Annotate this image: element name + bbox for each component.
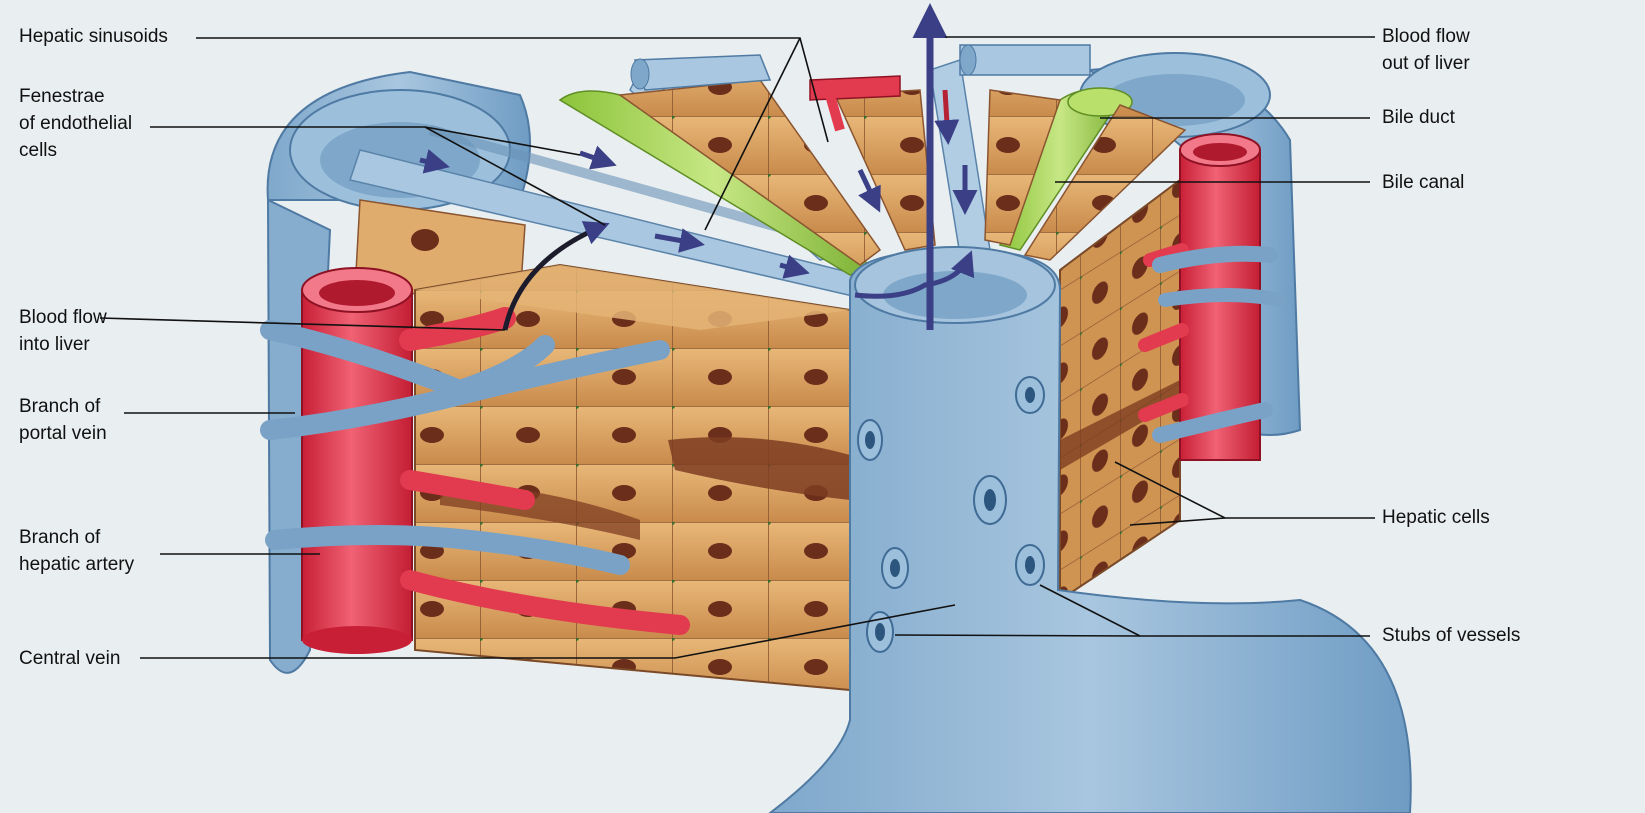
label-central-vein: Central vein — [19, 645, 120, 672]
label-bile-canal: Bile canal — [1382, 169, 1464, 196]
label-line: hepatic artery — [19, 551, 134, 578]
label-fenestrae: Fenestrae of endothelial cells — [19, 83, 132, 164]
label-line: of endothelial — [19, 110, 132, 137]
label-line: cells — [19, 137, 132, 164]
right-hepatocyte-block — [1060, 180, 1180, 600]
label-line: Hepatic cells — [1382, 504, 1490, 531]
label-line: Hepatic sinusoids — [19, 23, 168, 50]
label-bile-duct: Bile duct — [1382, 104, 1455, 131]
label-line: Blood flow — [1382, 23, 1470, 50]
label-line: Fenestrae — [19, 83, 132, 110]
label-line: Branch of — [19, 393, 107, 420]
label-line: out of liver — [1382, 50, 1470, 77]
label-line: Branch of — [19, 524, 134, 551]
label-line: Bile duct — [1382, 104, 1455, 131]
label-hepatic-sinusoids: Hepatic sinusoids — [19, 23, 168, 50]
label-branch-hepatic-artery: Branch of hepatic artery — [19, 524, 134, 578]
label-branch-portal-vein: Branch of portal vein — [19, 393, 107, 447]
label-line: Bile canal — [1382, 169, 1464, 196]
label-line: into liver — [19, 331, 107, 358]
label-blood-flow-into-liver: Blood flow into liver — [19, 304, 107, 358]
label-blood-flow-out-of-liver: Blood flow out of liver — [1382, 23, 1470, 77]
label-line: Stubs of vessels — [1382, 622, 1520, 649]
label-stubs-of-vessels: Stubs of vessels — [1382, 622, 1520, 649]
label-line: Blood flow — [19, 304, 107, 331]
label-line: Central vein — [19, 645, 120, 672]
label-line: portal vein — [19, 420, 107, 447]
label-hepatic-cells: Hepatic cells — [1382, 504, 1490, 531]
